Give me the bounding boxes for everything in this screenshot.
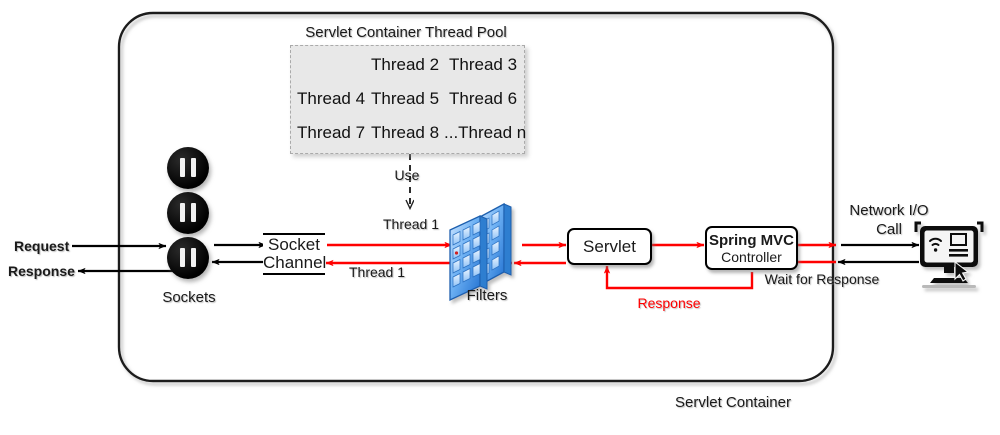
sockets-label: Sockets [162, 289, 216, 306]
response-loop-label: Response [637, 295, 701, 311]
spring-mvc-label: Spring MVC [709, 231, 794, 249]
servlet-container-boundary [117, 11, 835, 383]
socket-icon [167, 237, 209, 279]
network-io-line2: Call [876, 221, 902, 238]
use-label: Use [394, 167, 420, 183]
thread-pool-caption: Servlet Container Thread Pool [305, 24, 507, 41]
socket-channel-line2: Channel [263, 252, 327, 272]
monitor-client-icon [914, 221, 984, 288]
thread-cell: Thread 3 [449, 55, 518, 74]
thread-cell: ...Thread n [444, 123, 527, 142]
response-label: Response [8, 263, 75, 279]
thread-cell: Thread 7 [297, 123, 366, 142]
thread-cell: Thread 2 [371, 55, 440, 74]
socket-icon [167, 147, 209, 189]
wifi-icon [929, 237, 942, 246]
wait-for-response-label: Wait for Response [764, 271, 880, 287]
socket-icon [167, 192, 209, 234]
cursor-arrow-icon [954, 260, 970, 282]
filters-icon [449, 202, 512, 302]
servlet-container-title: Servlet Container [675, 394, 791, 411]
spring-mvc-controller-node: Spring MVC Controller [705, 226, 798, 270]
thread1-top-label: Thread 1 [382, 216, 440, 232]
filters-label: Filters [466, 287, 508, 304]
request-label: Request [14, 238, 70, 254]
thread1-bottom-label: Thread 1 [348, 264, 406, 280]
controller-label: Controller [721, 248, 782, 265]
servlet-label: Servlet [583, 236, 636, 256]
socket-channel-line1: Socket [268, 235, 320, 254]
network-io-line1: Network I/O [849, 202, 929, 219]
socket-channel-node: Socket Channel [263, 233, 327, 275]
thread-cell: Thread 5 [371, 89, 440, 108]
thread-cell: Thread 6 [449, 89, 518, 108]
servlet-node: Servlet [567, 228, 652, 265]
thread-cell: Thread 4 [297, 89, 366, 108]
response-loop-red-path [603, 265, 754, 290]
thread-cell: Thread 8 [371, 123, 440, 142]
thread-pool-box: Thread 2 Thread 3 Thread 4 Thread 5 Thre… [290, 45, 527, 154]
